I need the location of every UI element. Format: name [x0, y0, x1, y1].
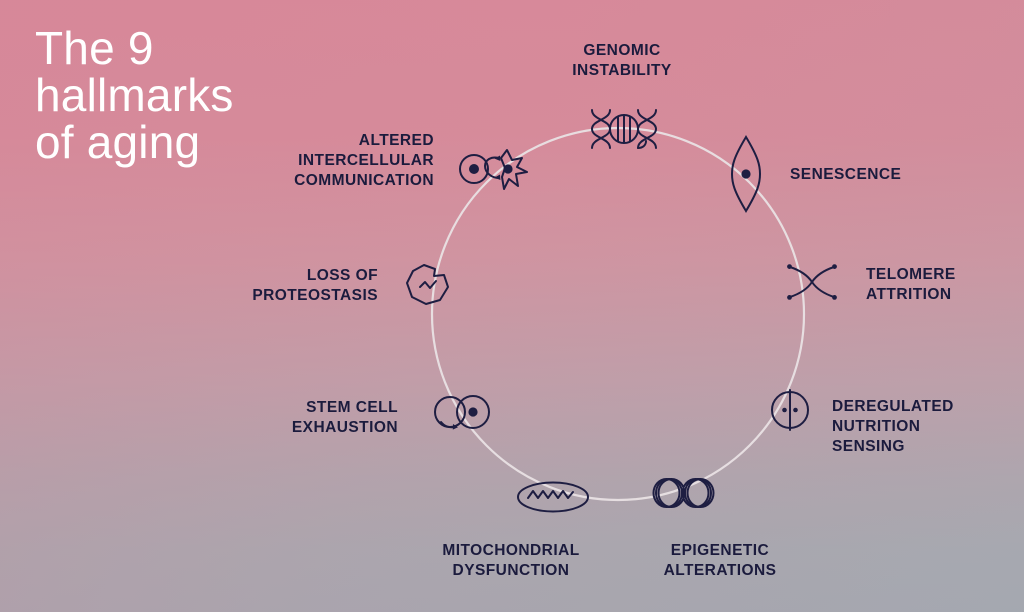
label-deregulated-nutrition-sensing: DEREGULATED NUTRITION SENSING	[832, 398, 954, 455]
label-mitochondrial-dysfunction: MITOCHONDRIAL DYSFUNCTION	[442, 542, 580, 579]
label-telomere-attrition: TELOMERE ATTRITION	[866, 266, 956, 303]
dna-helix-icon	[588, 108, 660, 150]
label-stem-cell-exhaustion: STEM CELL EXHAUSTION	[291, 399, 398, 436]
chromosome-x-icon	[786, 262, 838, 302]
label-loss-of-proteostasis: LOSS OF PROTEOSTASIS	[252, 267, 378, 304]
misfolded-protein-icon	[404, 263, 452, 307]
label-altered-intercellular-communication: ALTERED INTERCELLULAR COMMUNICATION	[294, 132, 434, 189]
nucleosome-coils-icon	[652, 475, 716, 511]
cell-signaling-icon	[459, 146, 531, 192]
label-genomic-instability: GENOMIC INSTABILITY	[572, 42, 672, 79]
page-title: The 9 hallmarks of aging	[35, 22, 234, 168]
mitochondrion-icon	[516, 480, 590, 514]
cell-division-icon	[433, 392, 493, 432]
lens-nucleus-icon	[728, 135, 764, 213]
split-circle-dots-icon	[768, 388, 812, 432]
label-epigenetic-alterations: EPIGENETIC ALTERATIONS	[663, 542, 777, 579]
label-senescence: SENESCENCE	[790, 166, 902, 183]
